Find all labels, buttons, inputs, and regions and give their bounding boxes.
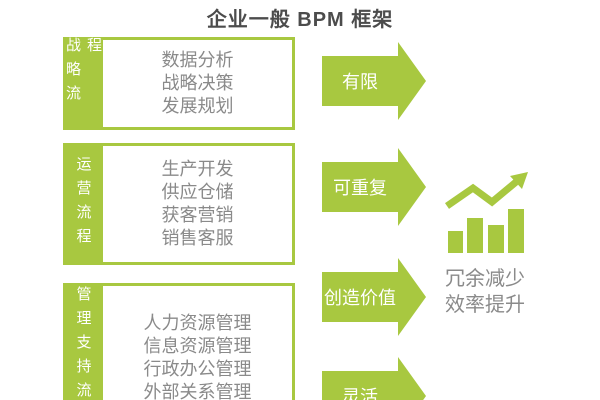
- content-line: 生产开发: [161, 159, 234, 179]
- flow-arrow-value-creating: 创造价值: [322, 258, 426, 336]
- arrow-label: 可重复: [333, 178, 387, 198]
- row-content-strategy: 数据分析 战略决策 发展规划: [103, 40, 292, 127]
- caption-line: 冗余减少: [445, 268, 525, 290]
- content-line: 人力资源管理: [143, 313, 252, 333]
- row-content-operations: 生产开发 供应仓储 获客营销 销售客服: [103, 146, 292, 262]
- caption-line: 效率提升: [445, 294, 525, 316]
- arrow-label: 灵活: [342, 387, 378, 400]
- row-label-operations: 运营流程: [74, 156, 92, 252]
- arrow-head: [398, 357, 426, 400]
- arrow-body: 创造价值: [322, 272, 398, 322]
- content-line: 信息资源管理: [143, 336, 252, 356]
- content-line: 外部关系管理: [143, 382, 252, 400]
- arrow-body: 可重复: [322, 162, 398, 212]
- content-line: 获客营销: [161, 205, 234, 225]
- arrow-body: 灵活: [322, 371, 398, 400]
- result-caption: 冗余减少 效率提升: [445, 266, 525, 318]
- arrow-head: [398, 42, 426, 120]
- arrow-label: 创造价值: [324, 288, 396, 308]
- arrow-label: 有限: [342, 72, 378, 92]
- content-line: 销售客服: [161, 228, 234, 248]
- content-line: 发展规划: [161, 96, 234, 116]
- flow-arrow-limited: 有限: [322, 42, 426, 120]
- process-row-management-support: 管理支持流程 人力资源管理 信息资源管理 行政办公管理 外部关系管理: [63, 283, 295, 400]
- content-line: 行政办公管理: [143, 359, 252, 379]
- content-line: 供应仓储: [161, 182, 234, 202]
- row-label-management-support: 管理支持流程: [74, 286, 92, 400]
- row-label-strategy: 战略流程: [64, 37, 102, 109]
- process-row-strategy: 战略流程 数据分析 战略决策 发展规划: [63, 37, 295, 130]
- arrow-head: [398, 148, 426, 226]
- content-line: 战略决策: [161, 73, 234, 93]
- arrow-body: 有限: [322, 56, 398, 106]
- process-row-operations: 运营流程 生产开发 供应仓储 获客营销 销售客服: [63, 143, 295, 265]
- arrow-head: [398, 258, 426, 336]
- page-title: 企业一般 BPM 框架: [206, 9, 394, 31]
- flow-arrow-flexible: 灵活: [322, 357, 426, 400]
- content-line: 数据分析: [161, 50, 234, 70]
- flow-arrow-repeatable: 可重复: [322, 148, 426, 226]
- growth-bar-chart-icon: [445, 172, 528, 253]
- row-content-management-support: 人力资源管理 信息资源管理 行政办公管理 外部关系管理: [103, 286, 292, 400]
